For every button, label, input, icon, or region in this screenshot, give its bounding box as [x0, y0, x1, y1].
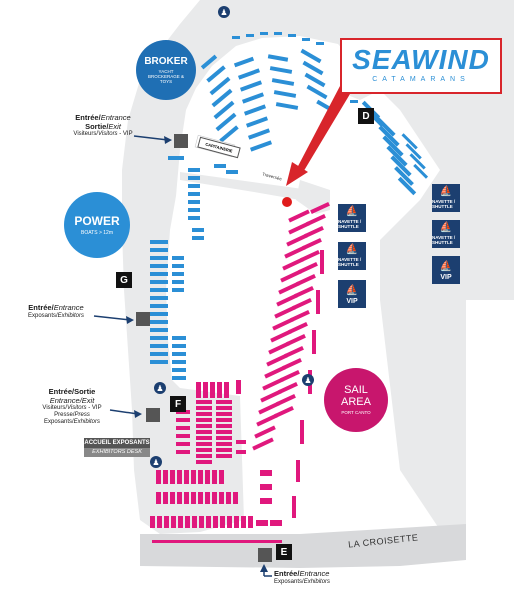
magenta-berths-pier	[252, 201, 330, 518]
blue-berths-left	[150, 156, 238, 380]
entrance-bottom-l2: Exposants/	[274, 578, 304, 585]
vip-tile-2-label: VIP	[440, 274, 452, 281]
entrance-low-l4-i: Press	[74, 412, 90, 419]
entrance-low-l3-i: Visitors	[67, 405, 87, 412]
entrance-low-l4: Presse/	[54, 412, 75, 419]
entrance-low-l2: Entrance/Exit	[49, 395, 95, 405]
exhibitors-desk-title: ACCUEIL EXPOSANTS	[84, 438, 150, 448]
power-sub: BOATS > 12m	[80, 230, 113, 236]
seawind-logo-box: SEAWIND CATAMARANS	[340, 38, 502, 94]
boat-icon: ⛵	[345, 285, 359, 296]
shuttle-tile-4-label: NAVETTE / SHUTTLE	[432, 235, 456, 245]
sail-title-2: AREA	[341, 395, 371, 408]
shuttle-tile-4[interactable]: ⛵ NAVETTE / SHUTTLE	[432, 220, 460, 248]
broker-sub: YACHT BROCKERAGE & TOYS	[147, 69, 184, 84]
entrance-label-top: Entrée/Entrance Sortie/Exit Visiteurs/Vi…	[58, 113, 148, 138]
shuttle-tile-1[interactable]: ⛵ NAVETTE / SHUTTLE	[338, 204, 366, 232]
entrance-bottom-l1: Entrée/	[274, 569, 300, 578]
entrance-label-bottom: Entrée/Entrance Exposants/Exhibitors	[274, 569, 354, 586]
entrance-bottom-l1-i: Entrance	[299, 569, 330, 578]
entrance-mid-l2-i: Exhibitors	[57, 312, 85, 319]
boat-icon: ⛵	[439, 186, 453, 197]
vip-tile-2[interactable]: ⛵ VIP	[432, 256, 460, 284]
entrance-low-l5: Exposants/	[43, 419, 74, 426]
blue-berths-top	[200, 32, 358, 152]
vip-tile-1[interactable]: ⛵ VIP	[338, 280, 366, 308]
toilet-icon: ♟	[218, 6, 230, 18]
entrance-label-low: Entrée/Sortie Entrance/Exit Visiteurs/Vi…	[30, 387, 114, 426]
entrance-top-l2-i: Exit	[108, 121, 121, 131]
entrance-square-mid[interactable]	[136, 312, 150, 326]
entrance-low-l1: Entrée/Sortie	[48, 387, 96, 396]
entrance-top-l3-i: Visitors	[98, 131, 118, 138]
power-title: POWER	[74, 214, 120, 228]
sail-title-1: SAIL	[344, 383, 368, 396]
seawind-logo-sub: CATAMARANS	[372, 76, 470, 83]
zone-letter-d[interactable]: D	[358, 108, 374, 124]
zone-letter-g[interactable]: G	[116, 272, 132, 288]
boat-icon: ⛵	[345, 244, 359, 255]
zone-letter-f[interactable]: F	[170, 396, 186, 412]
entrance-arrows	[93, 135, 272, 577]
entrance-square-low[interactable]	[146, 408, 160, 422]
entrance-square-bottom[interactable]	[258, 548, 272, 562]
seawind-location-dot	[282, 197, 292, 207]
entrance-top-l3-end: - VIP	[117, 131, 133, 138]
entrance-top-l3: Visiteurs/	[73, 131, 98, 138]
entrance-low-l3-end: - VIP	[86, 405, 102, 412]
toilet-icon: ♟	[302, 374, 314, 386]
entrance-low-l3: Visiteurs/	[42, 405, 67, 412]
entrance-bottom-l2-i: Exhibitors	[303, 578, 331, 585]
exhibitors-desk-sub: EXHIBITORS DESK	[84, 448, 150, 457]
shuttle-tile-1-label: NAVETTE / SHUTTLE	[338, 219, 362, 229]
entrance-mid-l1: Entrée/	[28, 303, 54, 312]
shuttle-tile-3-label: NAVETTE / SHUTTLE	[432, 199, 456, 209]
entrance-label-mid: Entrée/Entrance Exposants/Exhibitors	[16, 303, 96, 320]
entrance-square-top[interactable]	[174, 134, 188, 148]
entrance-top-l2: Sortie/	[85, 121, 109, 131]
zone-letter-e[interactable]: E	[276, 544, 292, 560]
power-zone[interactable]: POWER BOATS > 12m	[64, 192, 130, 258]
seawind-location-arrow	[296, 86, 350, 174]
entrance-top-l1: Entrée/	[75, 113, 101, 122]
sail-sub: PORT CANTO	[341, 410, 371, 416]
entrance-low-l5-i: Exhibitors	[73, 419, 101, 426]
boat-icon: ⛵	[345, 206, 359, 217]
entrance-mid-l1-i: Entrance	[53, 303, 84, 312]
sail-zone[interactable]: SAIL AREA PORT CANTO	[324, 368, 388, 432]
broker-title: BROKER	[144, 56, 188, 67]
entrance-mid-l2: Exposants/	[27, 312, 58, 319]
entrance-top-l1-i: Entrance	[100, 113, 131, 122]
magenta-berths-basin	[150, 380, 282, 543]
boat-icon: ⛵	[439, 261, 453, 272]
broker-zone[interactable]: BROKER YACHT BROCKERAGE & TOYS	[136, 40, 196, 100]
toilet-icon: ♟	[150, 456, 162, 468]
croisette-road	[140, 524, 466, 568]
shuttle-tile-3[interactable]: ⛵ NAVETTE / SHUTTLE	[432, 184, 460, 212]
boat-icon: ⛵	[439, 222, 453, 233]
seawind-arrow-head	[286, 162, 308, 186]
seawind-logo-name: SEAWIND	[352, 44, 490, 75]
vip-tile-1-label: VIP	[346, 298, 358, 305]
shuttle-tile-2[interactable]: ⛵ NAVETTE / SHUTTLE	[338, 242, 366, 270]
toilet-icon: ♟	[154, 382, 166, 394]
shuttle-tile-2-label: NAVETTE / SHUTTLE	[338, 257, 362, 267]
